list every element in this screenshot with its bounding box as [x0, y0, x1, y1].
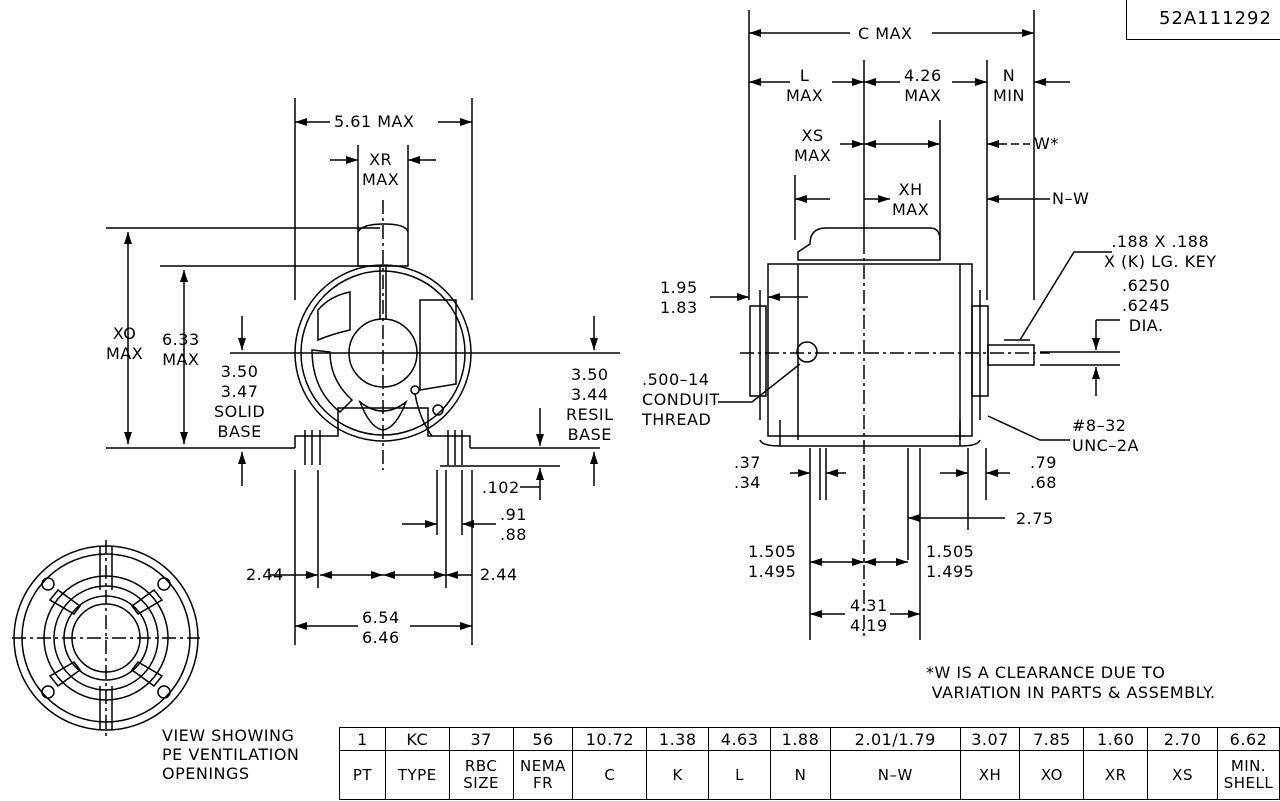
table-cell: 1.88 [770, 727, 831, 751]
table-cell: 1 [339, 727, 386, 751]
table-header: TYPE [384, 750, 450, 800]
table-cell: 56 [512, 727, 574, 751]
spec-headers-row: PT TYPE RBC SIZE NEMA FR C K L N N–W XH … [339, 750, 1280, 800]
width-max-label: 5.61 MAX [334, 112, 415, 131]
vent-view-caption: VIEW SHOWING PE VENTILATION OPENINGS [162, 726, 300, 783]
drawing-number: 52A111292 [1126, 0, 1280, 40]
solid-base-label: 3.50 3.47 SOLID BASE [214, 362, 266, 441]
table-cell: 2.70 [1147, 727, 1218, 751]
table-header: PT [339, 750, 386, 800]
left-offset-label: 2.44 [246, 565, 284, 584]
table-header: XR [1083, 750, 1149, 800]
end-view [106, 98, 620, 645]
table-header: NEMA FR [512, 750, 574, 800]
right-offset-label: 2.44 [480, 565, 518, 584]
foot-left-label: .37 .34 [734, 453, 761, 492]
foot-right-label: .79 .68 [1030, 453, 1057, 492]
table-cell: KC [384, 727, 450, 751]
clearance-note: *W IS A CLEARANCE DUE TO VARIATION IN PA… [926, 663, 1216, 702]
table-header: N–W [829, 750, 961, 800]
side-view [710, 10, 1120, 640]
key-label: .188 X .188 X (K) LG. KEY [1104, 232, 1217, 271]
table-header: N [770, 750, 831, 800]
shaft-dia-label: .6250 .6245 DIA. [1122, 276, 1171, 335]
hole-left-label: 1.505 1.495 [748, 542, 797, 581]
xs-max-label: XS MAX [794, 126, 832, 165]
spec-table: 1 KC 37 56 10.72 1.38 4.63 1.88 2.01/1.7… [339, 727, 1280, 800]
table-header: XS [1147, 750, 1218, 800]
table-cell: 4.63 [708, 727, 772, 751]
end-dim-label: 1.95 1.83 [660, 278, 698, 317]
table-cell: 1.38 [646, 727, 710, 751]
n-w-label: N–W [1052, 189, 1090, 208]
xr-max-label: XR MAX [362, 150, 400, 189]
dim-275-label: 2.75 [1016, 509, 1054, 528]
base-width-label: 6.54 6.46 [362, 608, 400, 647]
screw-label: #8–32 UNC–2A [1072, 416, 1139, 455]
height-max-label: 6.33 MAX [162, 330, 200, 369]
conduit-label: .500–14 CONDUIT THREAD [642, 370, 720, 429]
resil-base-label: 3.50 3.44 RESIL BASE [566, 365, 614, 444]
table-header: MIN. SHELL [1216, 750, 1280, 800]
table-cell: 3.07 [959, 727, 1021, 751]
w-star-label: W* [1034, 134, 1059, 153]
table-cell: 7.85 [1019, 727, 1085, 751]
table-cell: 6.62 [1216, 727, 1280, 751]
table-header: C [572, 750, 648, 800]
table-cell: 10.72 [572, 727, 648, 751]
hole-spacing-label: 4.31 4.19 [850, 596, 888, 635]
xo-max-label: XO MAX [106, 324, 144, 363]
table-header: K [646, 750, 710, 800]
base-thickness-label: .102 [482, 478, 520, 497]
table-header: XO [1019, 750, 1085, 800]
table-header: L [708, 750, 772, 800]
spec-values-row: 1 KC 37 56 10.72 1.38 4.63 1.88 2.01/1.7… [339, 727, 1280, 751]
table-header: RBC SIZE [448, 750, 514, 800]
l-max-label: L MAX [786, 66, 824, 105]
table-header: XH [959, 750, 1021, 800]
n-min-label: N MIN [993, 66, 1025, 105]
table-cell: 1.60 [1083, 727, 1149, 751]
vent-view [12, 540, 200, 736]
c-max-label: C MAX [858, 24, 913, 43]
flange-max-label: 4.26 MAX [904, 66, 942, 105]
table-cell: 2.01/1.79 [829, 727, 961, 751]
slot-width-label: .91 .88 [500, 505, 527, 544]
xh-max-label: XH MAX [892, 180, 930, 219]
hole-right-label: 1.505 1.495 [926, 542, 975, 581]
table-cell: 37 [448, 727, 514, 751]
